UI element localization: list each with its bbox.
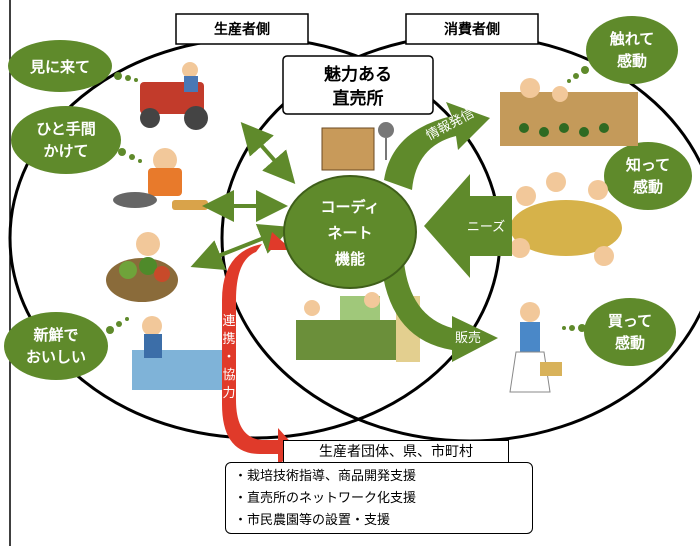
needs-arrow: ニーズ <box>424 174 512 278</box>
center-title-line1: 魅力ある <box>324 64 392 85</box>
org-label-box: 生産者団体、県、市町村 <box>283 440 509 464</box>
svg-text:携: 携 <box>222 331 235 347</box>
bubble-fresh-tasty: 新鮮で おいしい <box>4 312 129 380</box>
svg-text:触れて: 触れて <box>610 30 655 48</box>
bubble-know: 知って 感動 <box>591 142 692 210</box>
svg-text:おいしい: おいしい <box>26 348 86 366</box>
support-list: ・栽培技術指導、商品開発支援 ・直売所のネットワーク化支援 ・市民農園等の設置・… <box>225 462 533 534</box>
bubble-extra-effort: ひと手間 かけて <box>11 106 142 174</box>
svg-text:協: 協 <box>222 368 235 383</box>
shopper-illustration <box>509 302 562 393</box>
hub-line1: コーディ <box>321 198 380 216</box>
svg-text:連: 連 <box>222 314 235 329</box>
svg-text:かけて: かけて <box>43 142 88 160</box>
support-item-cultivation: ・栽培技術指導、商品開発支援 <box>234 469 417 484</box>
field-visit-illustration <box>500 78 638 146</box>
cook-illustration <box>113 148 208 210</box>
vegetable-basket-illustration <box>106 232 178 302</box>
svg-text:感動: 感動 <box>617 52 647 70</box>
consumer-side-header: 消費者側 <box>405 13 539 45</box>
support-item-network: ・直売所のネットワーク化支援 <box>234 491 417 506</box>
svg-text:販売: 販売 <box>455 330 481 346</box>
bubble-come-see: 見に来て <box>8 40 138 92</box>
svg-text:買って: 買って <box>608 312 652 330</box>
svg-text:感動: 感動 <box>633 178 663 196</box>
org-label: 生産者団体、県、市町村 <box>319 444 473 460</box>
shop-info-illustration <box>321 122 394 171</box>
hub-line3: 機能 <box>335 250 365 268</box>
tractor-farmer-illustration <box>140 62 208 130</box>
svg-text:ニーズ: ニーズ <box>467 219 505 235</box>
center-title-line2: 直売所 <box>333 88 384 109</box>
fisher-illustration <box>132 316 224 390</box>
svg-text:力: 力 <box>222 386 235 401</box>
cooperation-arrow: 連 携 ・ 協 力 <box>222 232 296 466</box>
arrow-tractor-hub <box>240 121 296 185</box>
producer-side-header: 生産者側 <box>175 13 309 45</box>
support-item-citizen-farm: ・市民農園等の設置・支援 <box>234 513 391 528</box>
svg-text:見に来て: 見に来て <box>29 58 90 76</box>
coordinate-hub: コーディ ネート 機能 <box>283 175 417 289</box>
svg-text:知って: 知って <box>626 156 670 174</box>
svg-text:消費者側: 消費者側 <box>444 21 500 38</box>
arrow-vegetable-hub <box>190 223 292 271</box>
hub-line2: ネート <box>327 224 372 242</box>
sales-arrow: 販売 <box>382 262 498 362</box>
center-title-box: 魅力ある 直売所 <box>282 55 434 115</box>
svg-text:・: ・ <box>222 350 235 365</box>
dining-table-illustration <box>510 172 622 266</box>
svg-text:新鮮で: 新鮮で <box>33 326 78 344</box>
svg-text:感動: 感動 <box>615 334 645 352</box>
bubble-touch: 触れて 感動 <box>567 16 678 84</box>
bubble-buy: 買って 感動 <box>562 298 676 366</box>
svg-text:生産者側: 生産者側 <box>214 21 270 38</box>
svg-text:ひと手間: ひと手間 <box>36 120 96 138</box>
